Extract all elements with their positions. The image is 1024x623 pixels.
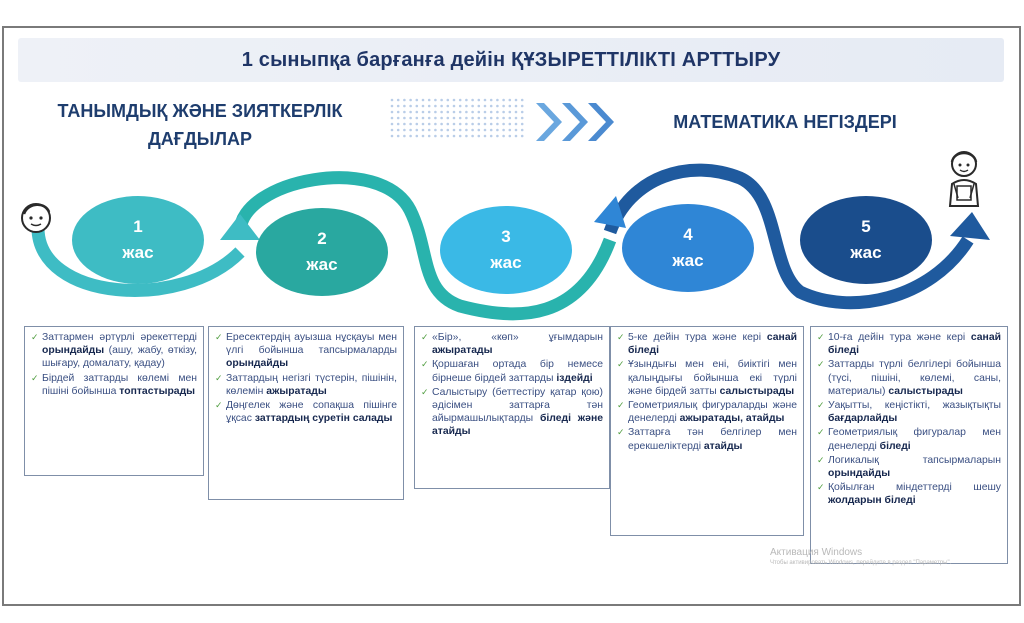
skills-box-age-4: 5-ке дейін тура және кері санай біледіҰз… xyxy=(610,326,804,536)
skill-verb: іздейді xyxy=(556,372,593,384)
skill-verb: топтастырады xyxy=(119,385,196,397)
skill-verb: ажыратады, атайды xyxy=(679,413,785,425)
skill-text: Салыстыру (беттестіру қатар қою) әдісіме… xyxy=(432,386,603,425)
skill-verb: заттардың суретін салады xyxy=(254,413,393,425)
age-circle-3: 3 жас xyxy=(440,206,572,294)
skill-item: Салыстыру (беттестіру қатар қою) әдісіме… xyxy=(421,386,603,439)
skill-text: Уақытты, кеңістікті, жазықтықты xyxy=(828,400,1001,412)
skill-item: 5-ке дейін тура және кері санай біледі xyxy=(617,331,797,357)
age-circle-4: 4 жас xyxy=(622,204,754,292)
skill-text: Ересектердің ауызша нұсқауы мен үлгі бой… xyxy=(226,332,397,357)
skill-text: Қоршаған ортада бір немесе бірнеше бірде… xyxy=(432,359,603,384)
skill-text: «Бір», «көп» ұғымдарын xyxy=(432,332,603,343)
skills-box-age-3: «Бір», «көп» ұғымдарын ажыратадыҚоршаған… xyxy=(414,326,610,489)
skill-item: Бірдей заттарды көлемі мен пішіні бойынш… xyxy=(31,372,197,398)
age-unit: жас xyxy=(672,251,704,270)
age-circle-5: 5 жас xyxy=(800,196,932,284)
age-number: 5 xyxy=(861,217,871,236)
chevron-arrows-icon xyxy=(536,103,614,141)
skill-item: Қойылған міндеттерді шешу жолдарын білед… xyxy=(817,481,1001,507)
slide-title: 1 сыныпқа барғанға дейін ҚҰЗЫРЕТТІЛІКТІ … xyxy=(18,38,1004,82)
skill-item: Геометриялық фигуралар мен денелерді біл… xyxy=(817,426,1001,452)
skill-text: Геометриялық фигураларды және денелерді xyxy=(628,400,797,425)
schoolchild-icon xyxy=(948,151,980,207)
skill-item: Дөңгелек және сопақша пішінге ұқсас затт… xyxy=(215,399,397,425)
skill-verb: бағдарлайды xyxy=(828,413,898,425)
skill-item: Заттармен әртүрлі әрекеттерді орындайды … xyxy=(31,331,197,371)
skill-text: 10-ға дейін тура және кері xyxy=(828,332,971,343)
skill-verb: санай біледі xyxy=(628,332,797,357)
age-circle-2: 2 жас xyxy=(256,208,388,296)
skill-verb: ажыратады xyxy=(432,345,493,357)
skill-item: Заттардың негізгі түстерін, пішінін, көл… xyxy=(215,372,397,398)
skills-box-age-5: 10-ға дейін тура және кері санай біледіЗ… xyxy=(810,326,1008,564)
skill-text: Геометриялық фигуралар мен денелерді xyxy=(828,427,1001,452)
age-unit: жас xyxy=(122,243,154,262)
skill-item: Логикалық тапсырмаларын орындайды xyxy=(817,454,1001,480)
skill-item: Заттарды түрлі белгілері бойынша (түсі, … xyxy=(817,358,1001,398)
skills-box-age-2: Ересектердің ауызша нұсқауы мен үлгі бой… xyxy=(208,326,404,500)
skill-text: 5-ке дейін тура және кері xyxy=(628,332,767,343)
dot-grid-decoration xyxy=(390,98,524,138)
child-face-icon xyxy=(21,203,51,233)
left-heading-line-2: ДАҒДЫЛАР xyxy=(147,129,253,149)
left-heading: ТАНЫМДЫҚ ЖӘНЕ ЗИЯТКЕРЛІК ДАҒДЫЛАР xyxy=(20,97,380,153)
age-circle-1: 1 жас xyxy=(72,196,204,284)
skill-verb: атайды xyxy=(703,440,743,452)
left-heading-line-1: ТАНЫМДЫҚ ЖӘНЕ ЗИЯТКЕРЛІК xyxy=(57,101,343,121)
skill-item: Ұзындығы мен ені, биіктігі мен қалыңдығы… xyxy=(617,358,797,398)
skill-text: Заттардың негізгі түстерін, пішінін, көл… xyxy=(226,372,397,397)
age-number: 4 xyxy=(683,225,693,244)
skill-text: Ұзындығы мен ені, биіктігі мен қалыңдығы… xyxy=(628,359,797,397)
age-unit: жас xyxy=(306,255,338,274)
skill-text: (ашу, жабу, өткізу, шығару, домалату, қа… xyxy=(42,345,197,370)
skill-text: Логикалық тапсырмаларын xyxy=(828,454,1001,466)
skill-verb: орындайды xyxy=(42,345,105,357)
skill-item: Қоршаған ортада бір немесе бірнеше бірде… xyxy=(421,358,603,384)
age-unit: жас xyxy=(490,253,522,272)
skill-item: Заттарға тән белгілер мен ерекшеліктерді… xyxy=(617,426,797,452)
skill-text: Бірдей заттарды көлемі мен пішіні бойынш… xyxy=(42,372,197,397)
skill-text: Дөңгелек және сопақша пішінге ұқсас xyxy=(226,400,397,425)
watermark-line-2: Чтобы активировать Windows, перейдите в … xyxy=(770,560,952,566)
skills-box-age-1: Заттармен әртүрлі әрекеттерді орындайды … xyxy=(24,326,204,476)
age-unit: жас xyxy=(850,243,882,262)
skill-verb: жолдарын біледі xyxy=(828,495,916,507)
skill-verb: салыстырады xyxy=(888,385,963,397)
age-number: 1 xyxy=(133,217,143,236)
skill-verb: біледі және атайды xyxy=(432,413,603,438)
skill-verb: салыстырады xyxy=(719,385,795,397)
skill-item: Геометриялық фигураларды және денелерді … xyxy=(617,399,797,425)
skill-text: Заттарға тән белгілер мен ерекшеліктерді xyxy=(628,427,797,452)
skill-text: Қойылған міндеттерді шешу xyxy=(828,482,1001,494)
skill-verb: орындайды xyxy=(828,468,891,480)
windows-activation-watermark: Активация Windows Чтобы активировать Win… xyxy=(770,547,1020,567)
age-number: 2 xyxy=(317,229,327,248)
skill-verb: ажыратады xyxy=(266,385,327,397)
skill-item: Ересектердің ауызша нұсқауы мен үлгі бой… xyxy=(215,331,397,371)
skill-item: Уақытты, кеңістікті, жазықтықты бағдарла… xyxy=(817,399,1001,425)
skill-verb: санай біледі xyxy=(828,332,1001,357)
skill-verb: орындайды xyxy=(226,358,289,370)
skill-item: 10-ға дейін тура және кері санай біледі xyxy=(817,331,1001,357)
watermark-line-1: Активация Windows xyxy=(770,547,863,558)
right-heading: МАТЕМАТИКА НЕГІЗДЕРІ xyxy=(673,112,897,132)
skill-item: «Бір», «көп» ұғымдарын ажыратады xyxy=(421,331,603,357)
skill-text: Заттарды түрлі белгілері бойынша (түсі, … xyxy=(828,359,1001,397)
skill-verb: біледі xyxy=(879,440,911,452)
age-number: 3 xyxy=(501,227,511,246)
skill-text: Заттармен әртүрлі әрекеттерді xyxy=(42,332,197,343)
